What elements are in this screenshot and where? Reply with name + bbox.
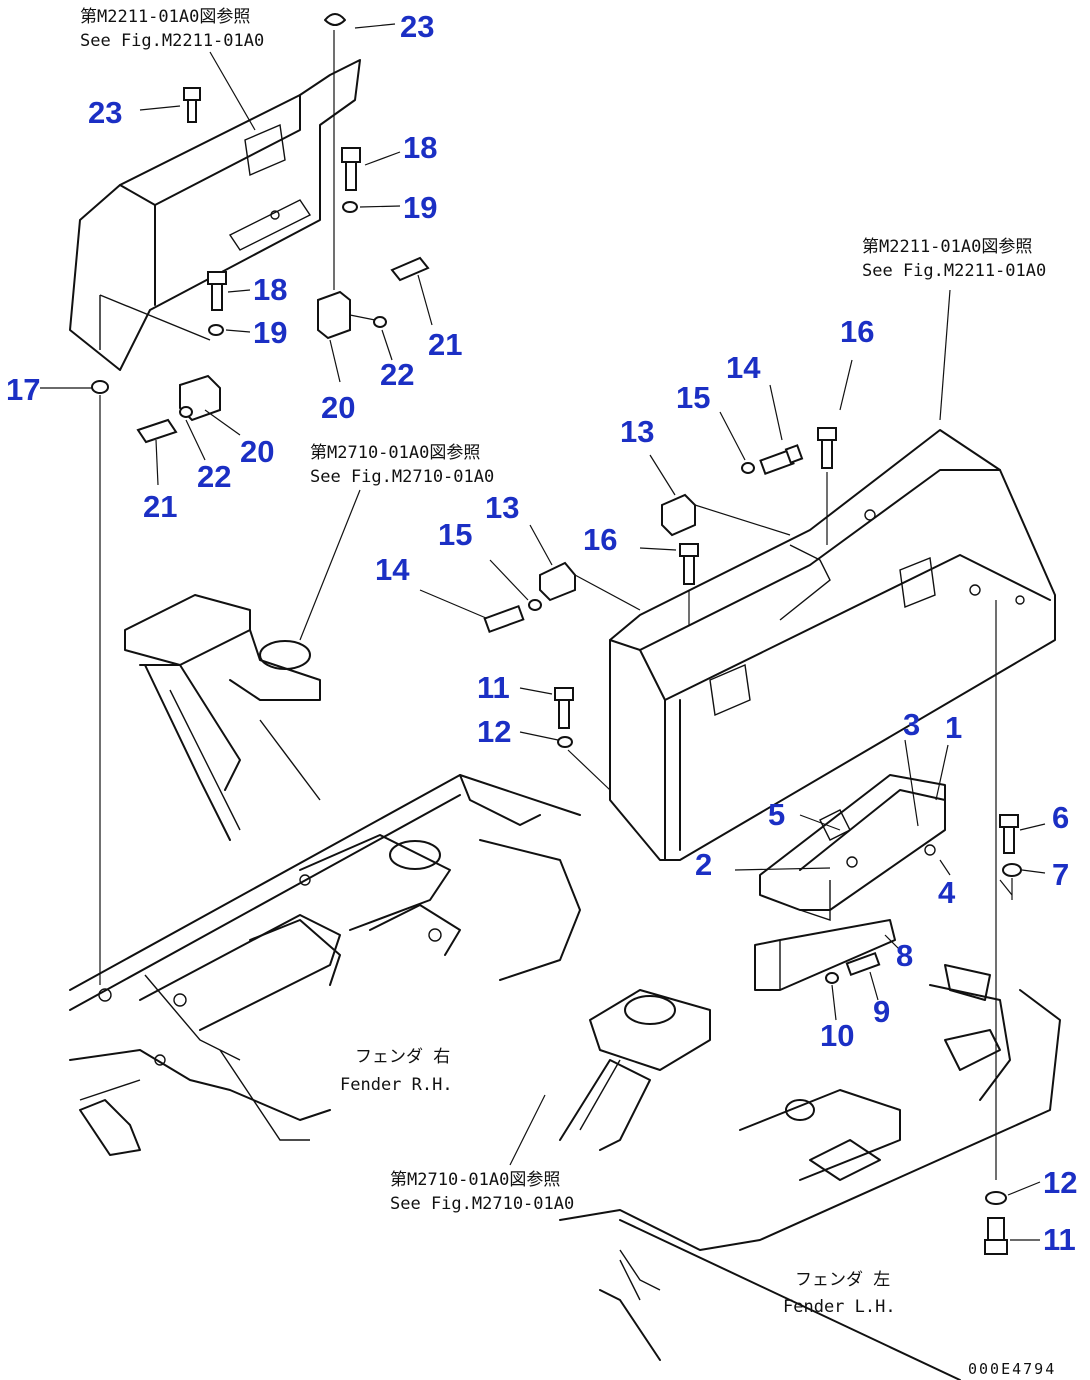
bolt-23-left [139,87,201,123]
drawing-code: 000E4794 [968,1360,1056,1378]
bolt-11-upper [519,687,611,791]
ref-bottom-en: See Fig.M2710-01A0 [390,1194,574,1214]
ref-top-left-en: See Fig.M2211-01A0 [80,31,264,51]
battery-box-assembly [734,739,951,1021]
bolt-23-upper [324,13,396,290]
ref-bottom-jp: 第M2710-01A0図参照 [390,1170,560,1190]
center-mount-bracket [124,489,361,841]
callout-10: 10 [820,1018,854,1053]
callout-22-upper: 22 [380,357,414,392]
bracket-20-upper [317,256,433,383]
callout-5: 5 [768,797,785,832]
callout-4: 4 [938,875,956,910]
bracket-13-upper [649,454,791,537]
ref-top-right-jp: 第M2211-01A0図参照 [862,237,1032,257]
callout-2: 2 [695,847,712,882]
bolt-11-lower [984,1181,1041,1255]
washer-17 [40,380,109,985]
callout-18-upper: 18 [403,130,437,165]
lower-mount-bracket [509,989,711,1166]
callout-9: 9 [873,994,890,1029]
bolt-16-left [639,543,699,625]
bracket-13-lower [419,524,641,634]
bolt-16-upper [817,359,853,545]
callout-23-upper: 23 [400,9,434,44]
callout-22-lower: 22 [197,459,231,494]
callout-20-upper: 20 [321,390,355,425]
callout-21-upper: 21 [428,327,462,362]
callout-12-upper: 12 [477,714,511,749]
bolt-14-upper [719,384,804,475]
callout-19-lower: 19 [253,315,287,350]
ref-mid-jp: 第M2710-01A0図参照 [310,443,480,463]
callout-11-lower: 11 [1043,1222,1076,1257]
fender-labels: フェンダ 右 Fender R.H. フェンダ 左 Fender L.H. [340,1047,896,1317]
callout-labels: 1 2 3 4 5 6 7 8 9 10 11 11 12 12 13 13 1… [6,9,1077,1257]
fender-lh-jp: フェンダ 左 [795,1270,890,1290]
fender-lh-en: Fender L.H. [783,1297,896,1317]
bracket-20-lower [136,374,241,486]
callout-14-upper: 14 [726,350,761,385]
callout-15-lower: 15 [438,517,472,552]
bolt-18-lower [207,271,251,336]
right-cover-assembly [609,289,1056,861]
fender-rh-frame [69,774,581,1156]
fender-rh-en: Fender R.H. [340,1075,453,1095]
callout-20-lower: 20 [240,434,274,469]
fender-lh-frame [559,964,1061,1380]
callout-17: 17 [6,372,40,407]
left-cover-assembly [69,59,361,371]
reference-notes: 第M2211-01A0図参照 See Fig.M2211-01A0 第M2211… [80,7,1046,1214]
callout-16-upper: 16 [840,314,874,349]
callout-6: 6 [1052,800,1069,835]
callout-19-upper: 19 [403,190,437,225]
callout-18-lower: 18 [253,272,287,307]
callout-11-upper: 11 [477,670,510,705]
ref-top-left-jp: 第M2211-01A0図参照 [80,7,250,27]
callout-7: 7 [1052,857,1069,892]
callout-23-left: 23 [88,95,122,130]
callout-15-upper: 15 [676,380,710,415]
callout-3: 3 [903,707,920,742]
callout-1: 1 [945,710,962,745]
ref-top-right-en: See Fig.M2211-01A0 [862,261,1046,281]
callout-21-lower: 21 [143,489,177,524]
ref-mid-en: See Fig.M2710-01A0 [310,467,494,487]
callout-13-lower: 13 [485,490,519,525]
callout-14-lower: 14 [375,552,410,587]
bolt-18-upper [341,147,401,213]
callout-8: 8 [896,938,913,973]
callout-13-upper: 13 [620,414,654,449]
callout-16-lower: 16 [583,522,617,557]
fender-rh-jp: フェンダ 右 [355,1047,450,1067]
bolt-6-right [995,600,1046,1180]
callout-12-lower: 12 [1043,1165,1077,1200]
